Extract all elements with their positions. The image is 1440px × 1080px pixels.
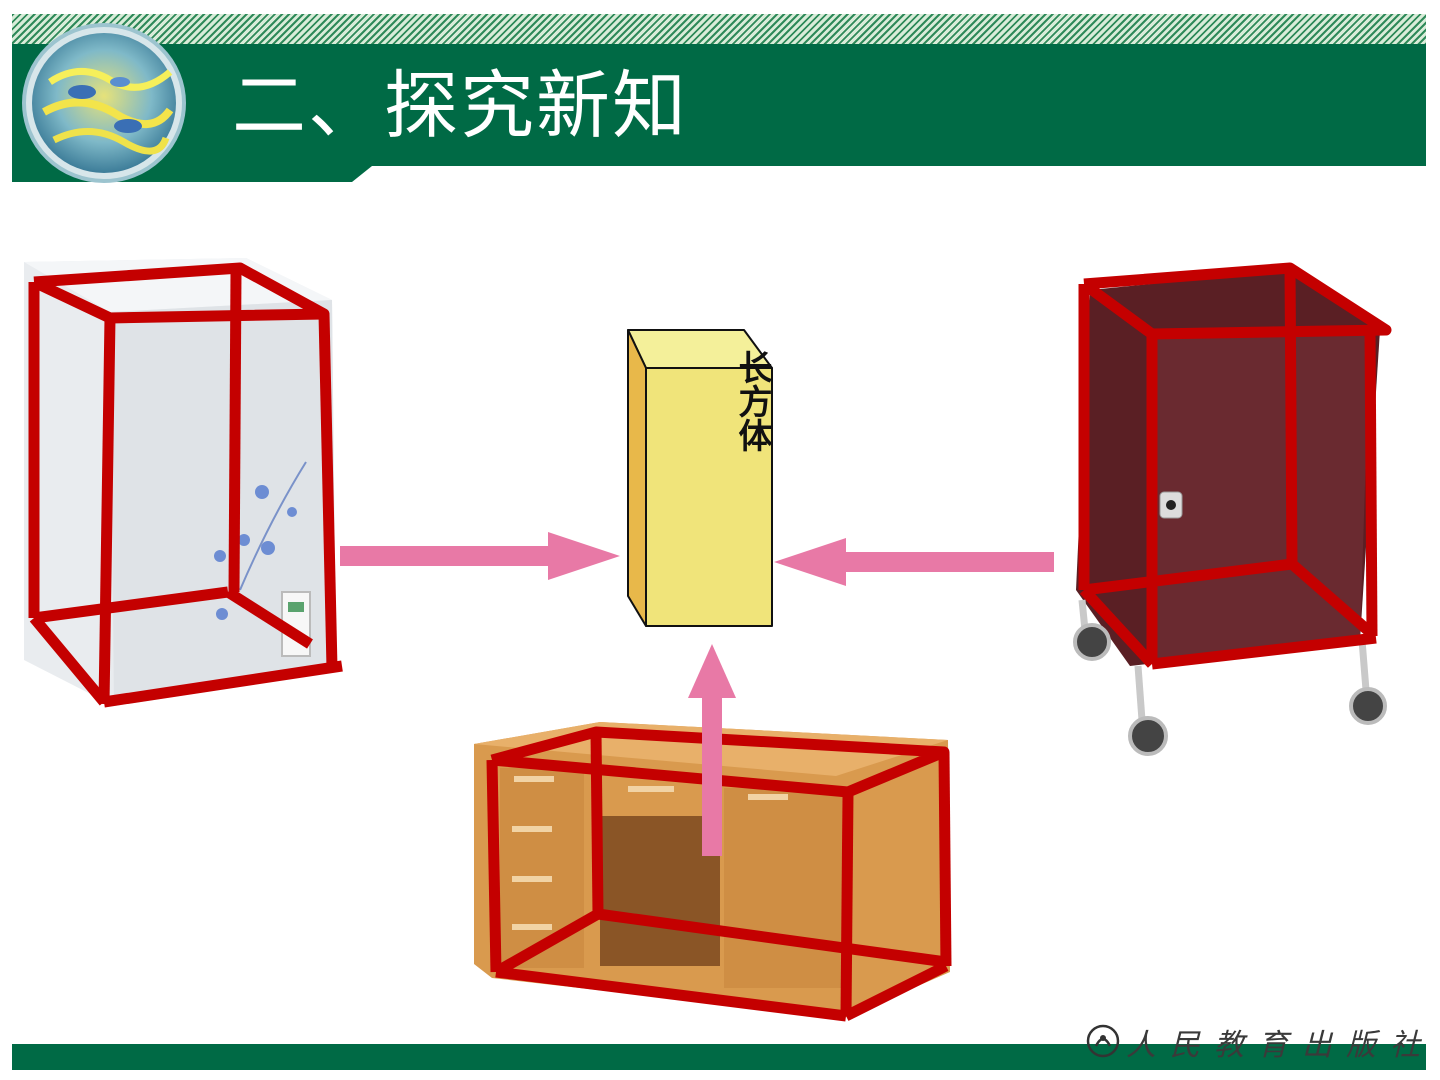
cuboid-label: 长方体: [732, 350, 772, 452]
cabinet-frame: [1078, 262, 1392, 670]
arrow-right-to-box: [774, 538, 1054, 586]
footer-bar: [12, 1044, 1426, 1070]
publisher-emblem-icon: [1086, 1024, 1120, 1058]
header-stripe: [12, 14, 1426, 44]
logo-emblem-icon: [22, 23, 186, 183]
cuboid-shape: [627, 329, 773, 627]
page-title: 二、探究新知: [232, 63, 688, 149]
freezer-frame: [28, 262, 343, 708]
arrow-left-to-box: [340, 532, 620, 580]
desk-frame: [486, 726, 952, 1022]
cabinet-illustration: [1073, 270, 1387, 756]
arrow-bottom-to-box: [688, 644, 736, 856]
freezer-illustration: [24, 258, 336, 706]
header-bar: [12, 44, 1426, 166]
publisher-name: 人民教育出版社: [1126, 1028, 1434, 1063]
